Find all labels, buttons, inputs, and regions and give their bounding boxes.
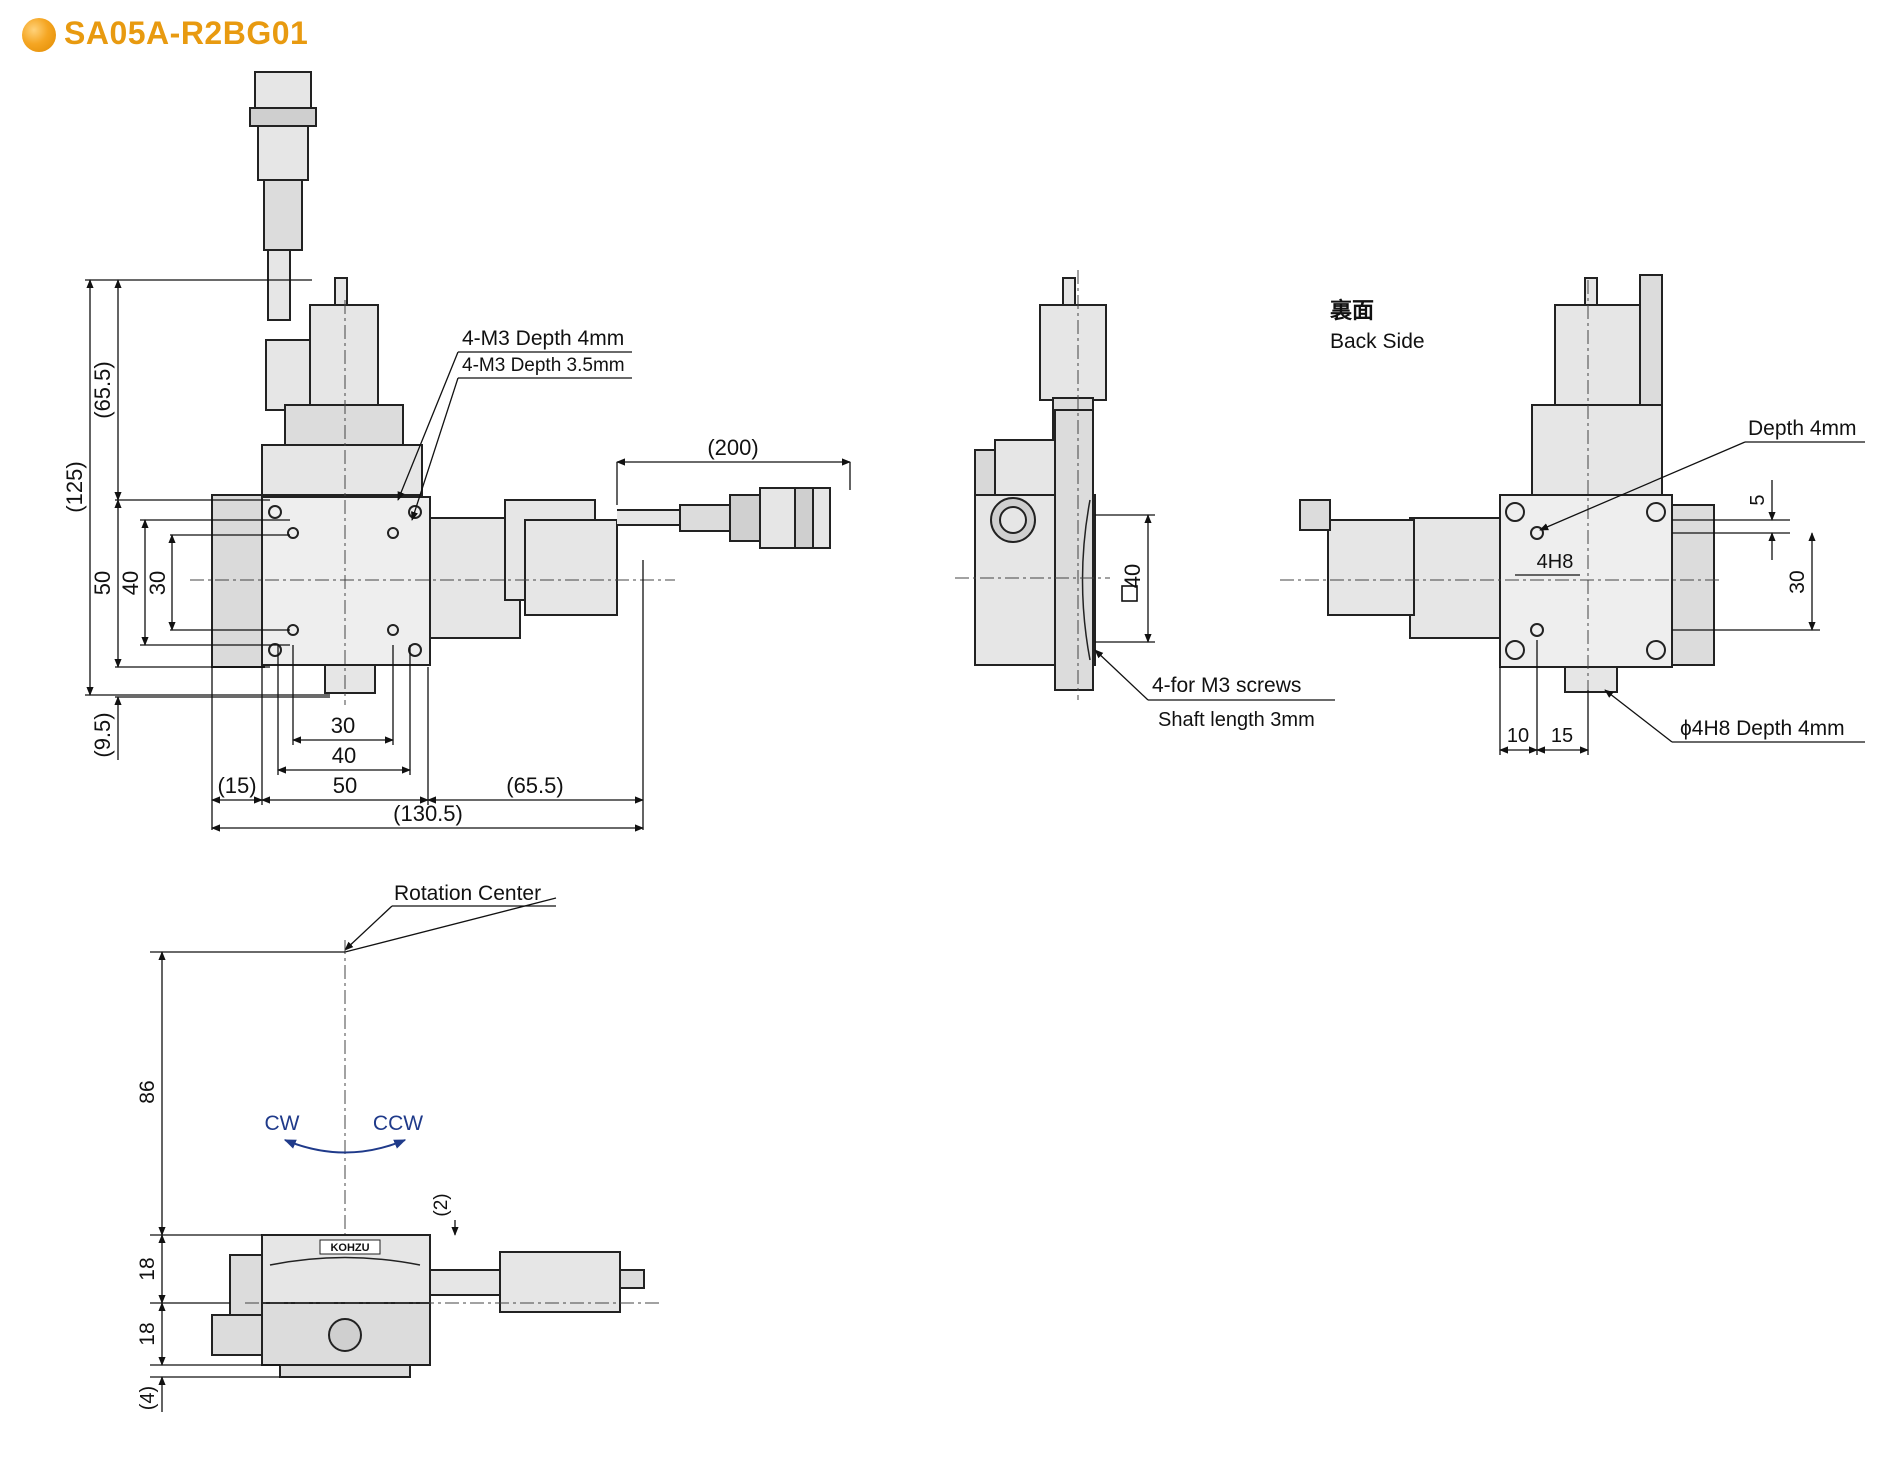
note-depth-4mm: Depth 4mm — [1748, 417, 1857, 440]
top-side-cable — [617, 487, 831, 549]
dim-30-horizontal: 30 — [331, 713, 355, 738]
cw-label: CW — [265, 1112, 300, 1135]
page-title: SA05A-R2BG01 — [64, 15, 309, 51]
dim-50-horizontal: 50 — [333, 773, 357, 798]
dim-65-5-horizontal: (65.5) — [506, 773, 563, 798]
dim-15: (15) — [217, 773, 256, 798]
dim-square-40: 40 — [1120, 564, 1145, 588]
dim-18-upper: 18 — [136, 1257, 159, 1280]
dim-40-vertical: 40 — [118, 571, 143, 595]
rotation-arrow-icon — [283, 1139, 407, 1154]
rotation-center-label: Rotation Center — [394, 882, 541, 905]
note-shaft-length: Shaft length 3mm — [1158, 709, 1315, 731]
dim-65-5-vertical: (65.5) — [90, 361, 115, 418]
note-4h8: 4H8 — [1537, 551, 1574, 573]
title-bullet-icon — [22, 18, 56, 52]
top-view: (125) (65.5) 50 40 30 (9.5) 30 40 (15) 5… — [62, 71, 851, 832]
back-view: 裏面 Back Side Depth 4mm ϕ4H8 Depth 4mm 4H… — [1280, 274, 1865, 755]
note-for-m3-screws: 4-for M3 screws — [1152, 674, 1301, 697]
top-stage-body — [211, 494, 618, 694]
dim-40-horizontal: 40 — [332, 743, 356, 768]
top-motor — [261, 277, 423, 496]
dim-5: 5 — [1747, 494, 1769, 505]
side-view: 40 4-for M3 screws Shaft length 3mm — [955, 270, 1335, 731]
dim-50-vertical: 50 — [90, 571, 115, 595]
note-phi-4h8-depth: ϕ4H8 Depth 4mm — [1680, 717, 1845, 740]
front-view: Rotation Center CW CCW KOHZU 86 18 18 (4… — [136, 882, 660, 1412]
back-view-label-en: Back Side — [1330, 330, 1425, 353]
ccw-label: CCW — [373, 1112, 423, 1135]
dim-130-5: (130.5) — [393, 801, 463, 826]
kohzu-logo: KOHZU — [330, 1242, 369, 1254]
dim-2: (2) — [431, 1193, 452, 1216]
dim-86: 86 — [136, 1080, 159, 1103]
note-m3-depth-3-5mm: 4-M3 Depth 3.5mm — [462, 355, 625, 376]
back-view-label-jp: 裏面 — [1330, 298, 1374, 323]
dim-18-lower: 18 — [136, 1322, 159, 1345]
dim-125: (125) — [62, 461, 87, 512]
dim-30-vertical: 30 — [145, 571, 170, 595]
dim-4: (4) — [137, 1386, 159, 1410]
dim-10: 10 — [1507, 725, 1529, 747]
dim-9-5: (9.5) — [90, 712, 115, 757]
square-symbol-icon — [1121, 585, 1138, 602]
dim-200: (200) — [707, 435, 758, 460]
dim-30-back: 30 — [1786, 570, 1809, 593]
note-m3-depth-4mm: 4-M3 Depth 4mm — [462, 327, 624, 350]
dim-15-back: 15 — [1551, 725, 1573, 747]
top-cable-connector — [249, 71, 317, 321]
